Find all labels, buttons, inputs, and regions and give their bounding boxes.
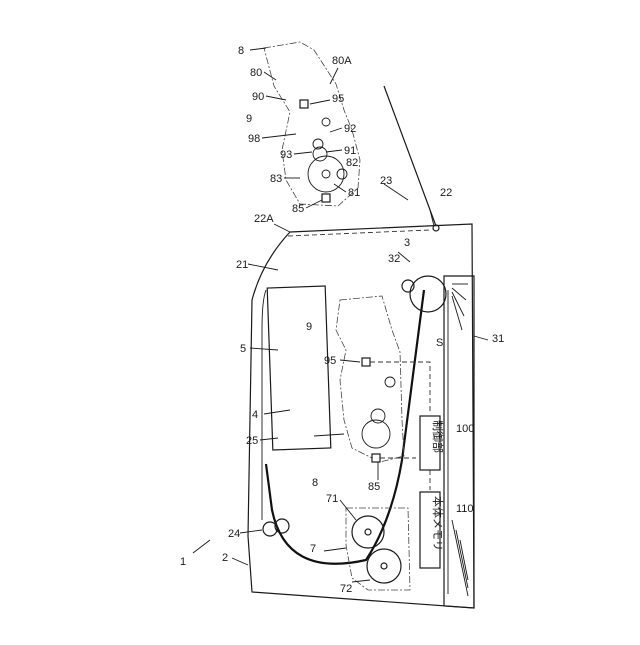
fixing-unit-7 bbox=[346, 508, 410, 590]
ref-92: 92 bbox=[344, 123, 356, 135]
memory-label: 本体メモリ bbox=[431, 496, 445, 551]
ref-80: 80 bbox=[250, 67, 262, 79]
ref-100: 100 bbox=[456, 423, 474, 435]
ref-22: 22 bbox=[440, 187, 452, 199]
ref-8-top: 8 bbox=[238, 45, 244, 57]
ref-23: 23 bbox=[380, 175, 392, 187]
ref-9-top: 9 bbox=[246, 113, 252, 125]
paper-cassette bbox=[444, 276, 474, 608]
ref-98: 98 bbox=[248, 133, 260, 145]
ref-32: 32 bbox=[388, 253, 400, 265]
ref-9-inner: 9 bbox=[306, 321, 312, 333]
ref-71: 71 bbox=[326, 493, 338, 505]
top-leaders bbox=[250, 48, 346, 208]
exposure-unit bbox=[267, 286, 331, 450]
reference-numerals: 1 2 24 7 71 72 8 85 25 4 5 21 22A 23 22 … bbox=[180, 45, 504, 595]
ref-90: 90 bbox=[252, 91, 264, 103]
ref-85-inner: 85 bbox=[368, 481, 380, 493]
cover-23 bbox=[384, 86, 439, 231]
ref-22a: 22A bbox=[254, 213, 274, 225]
ref-82: 82 bbox=[346, 157, 358, 169]
sensor-95 bbox=[362, 358, 370, 366]
sensor-85 bbox=[372, 454, 380, 462]
ref-95-inner: 95 bbox=[324, 355, 336, 367]
ref-2: 2 bbox=[222, 552, 228, 564]
ref-85-top: 85 bbox=[292, 203, 304, 215]
ref-S: S bbox=[436, 337, 443, 349]
ref-1: 1 bbox=[180, 556, 186, 568]
rollers bbox=[263, 276, 446, 583]
ref-4: 4 bbox=[252, 409, 258, 421]
ref-91: 91 bbox=[344, 145, 356, 157]
ref-81: 81 bbox=[348, 187, 360, 199]
paper-path bbox=[266, 290, 424, 564]
ref-95-top: 95 bbox=[332, 93, 344, 105]
ref-8-inner: 8 bbox=[312, 477, 318, 489]
ref-72: 72 bbox=[340, 583, 352, 595]
cartridge-inner bbox=[336, 296, 404, 462]
ref-83: 83 bbox=[270, 173, 282, 185]
ref-5: 5 bbox=[240, 343, 246, 355]
controller-label: 制御部 bbox=[431, 420, 445, 453]
paper-stack bbox=[452, 284, 468, 596]
controller-block: 制御部 bbox=[420, 416, 445, 470]
ref-25: 25 bbox=[246, 435, 258, 447]
ref-93: 93 bbox=[280, 149, 292, 161]
ref-7: 7 bbox=[310, 543, 316, 555]
ref-110: 110 bbox=[456, 503, 474, 515]
ref-3: 3 bbox=[404, 237, 410, 249]
ref-80a: 80A bbox=[332, 55, 352, 67]
ref-24: 24 bbox=[228, 528, 240, 540]
ref-31: 31 bbox=[492, 333, 504, 345]
ref-21: 21 bbox=[236, 259, 248, 271]
memory-block: 本体メモリ bbox=[420, 492, 445, 568]
